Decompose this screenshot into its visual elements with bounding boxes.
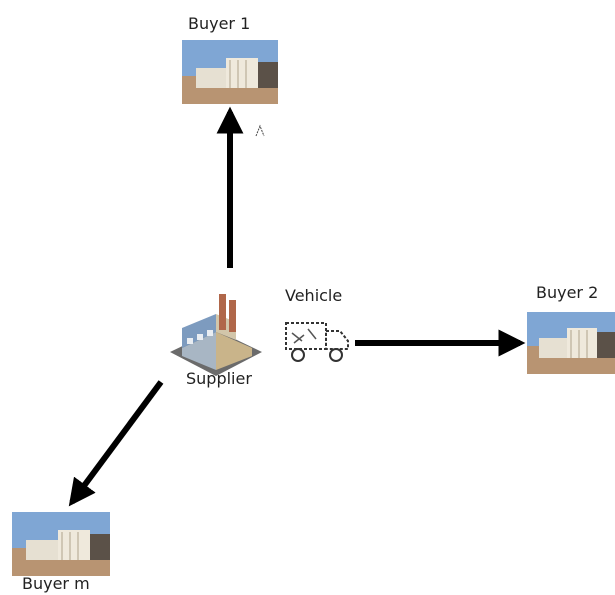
vehicle-truck-icon: [282, 313, 352, 369]
buyerm-warehouse-icon: [12, 512, 110, 576]
small-artifact-icon: [254, 124, 266, 138]
buyer2-warehouse-icon: [527, 312, 615, 374]
buyer1-warehouse-icon: [182, 40, 278, 104]
buyer2-label: Buyer 2: [536, 283, 599, 302]
supplier-factory-icon: [166, 290, 266, 380]
supplier-label: Supplier: [186, 369, 252, 388]
buyerm-label: Buyer m: [22, 574, 90, 593]
arrow-supplier-to-buyerm: [68, 380, 164, 507]
buyer1-label: Buyer 1: [188, 14, 251, 33]
vehicle-label: Vehicle: [285, 286, 343, 305]
